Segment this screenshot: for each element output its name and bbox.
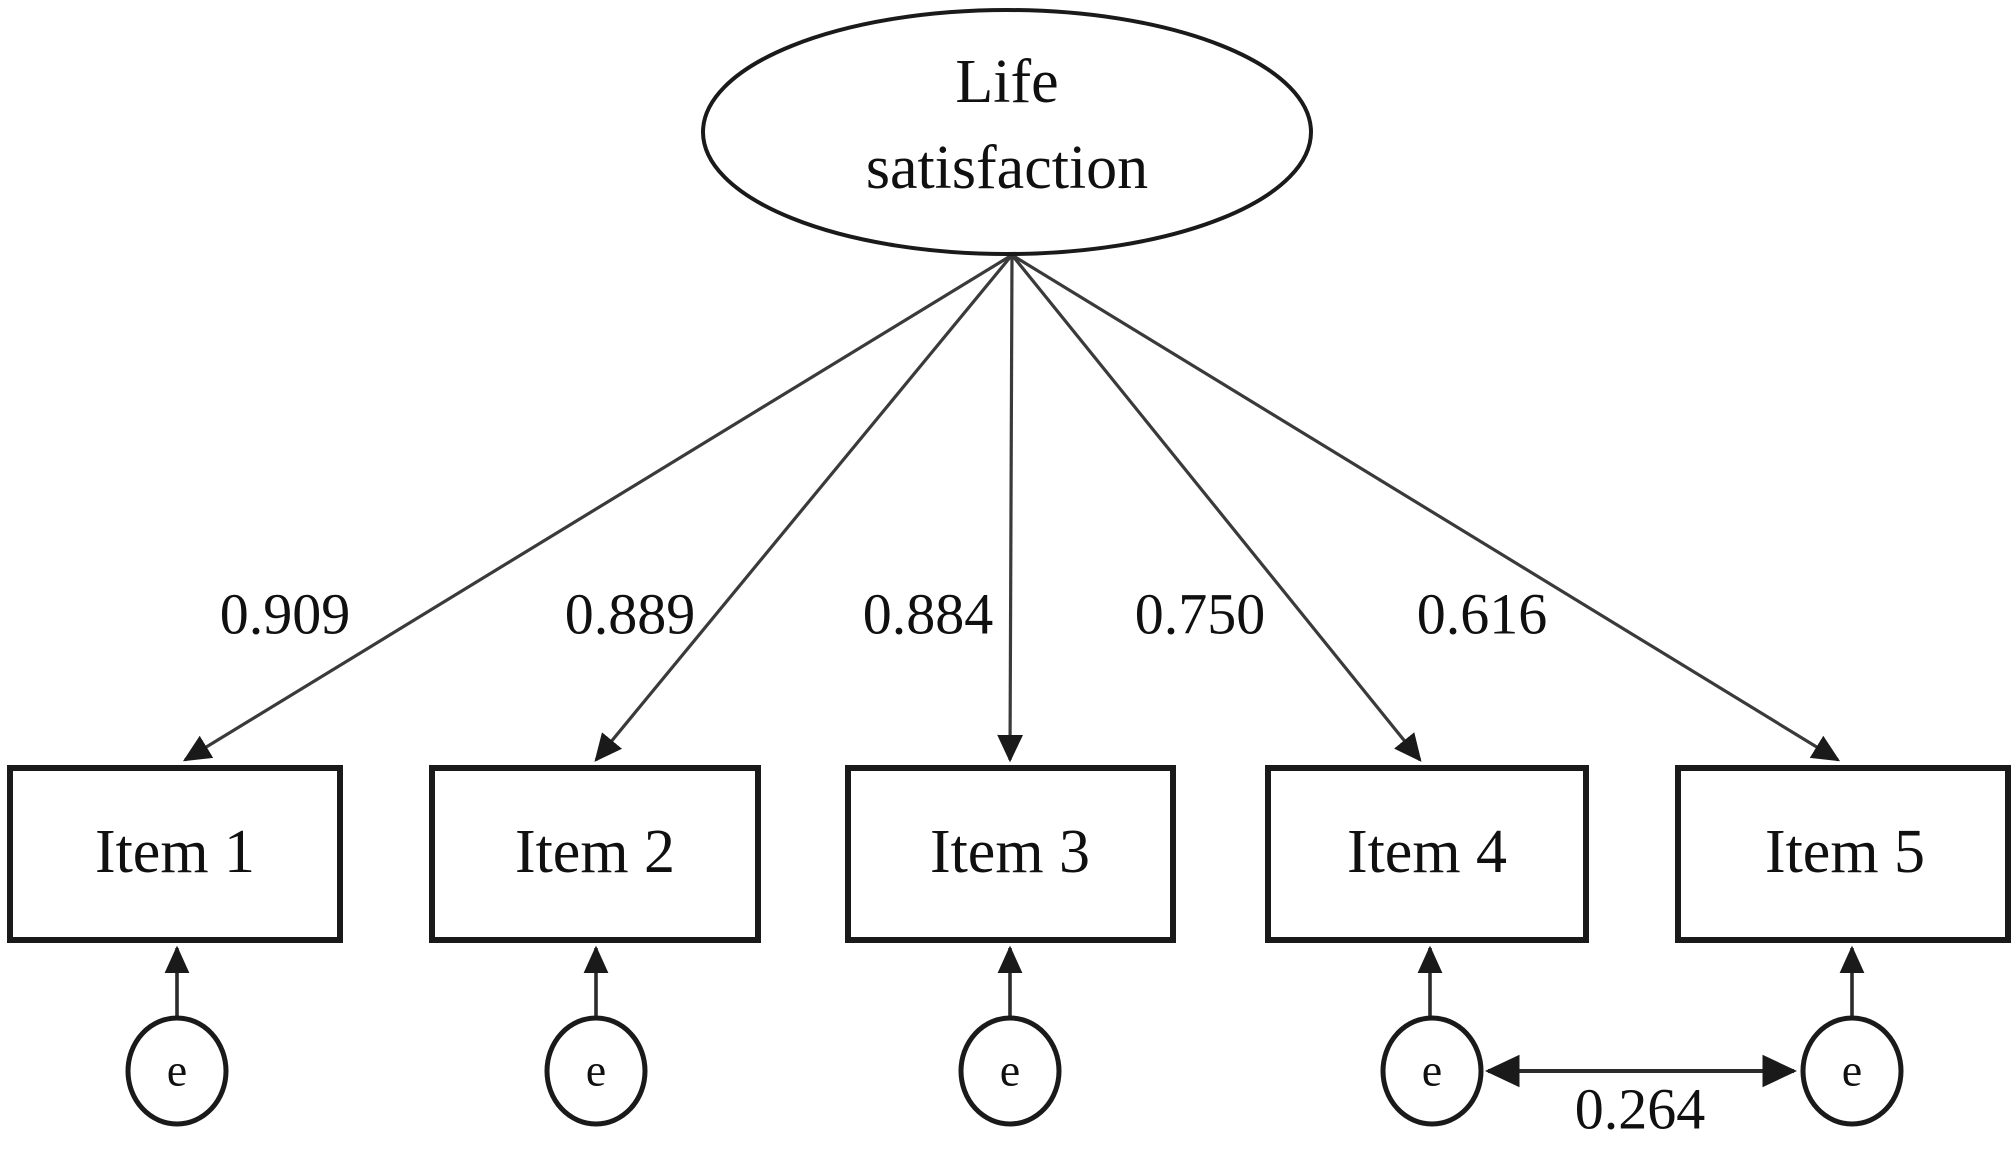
indicator-boxes-group: Item 1 Item 2 Item 3 Item 4 Item 5 [7, 765, 2011, 943]
loading-label-item4: 0.750 [1135, 581, 1266, 646]
loading-path-item5 [1011, 253, 1841, 762]
error-circle-item2 [544, 1015, 648, 1127]
error-node-item5[interactable]: e [1800, 1015, 1904, 1127]
error-circle-item1 [125, 1015, 229, 1127]
indicator-box-item5 [1675, 765, 2011, 943]
indicator-node-item3[interactable]: Item 3 [845, 765, 1176, 943]
latent-label-line1: Life [955, 48, 1058, 116]
loading-paths-group [182, 253, 1841, 763]
error-paths-group [164, 945, 1865, 1018]
error-label-item1: e [167, 1045, 187, 1096]
error-circle-item3 [958, 1015, 1062, 1127]
error-node-item3[interactable]: e [958, 1015, 1062, 1127]
loading-label-item3: 0.884 [863, 581, 994, 646]
indicator-label-item2: Item 2 [515, 818, 675, 886]
error-label-item2: e [586, 1045, 606, 1096]
indicator-node-item2[interactable]: Item 2 [429, 765, 761, 943]
error-label-item3: e [1000, 1045, 1020, 1096]
loading-label-item5: 0.616 [1417, 581, 1548, 646]
error-circle-item4 [1380, 1015, 1484, 1127]
loading-path-item4 [1010, 253, 1422, 762]
loading-path-item3 [997, 254, 1024, 763]
error-label-item5: e [1842, 1045, 1862, 1096]
indicator-box-item3 [845, 765, 1176, 943]
indicator-box-item4 [1265, 765, 1589, 943]
indicator-label-item4: Item 4 [1347, 818, 1507, 886]
loading-label-item1: 0.909 [220, 581, 351, 646]
indicator-node-item5[interactable]: Item 5 [1675, 765, 2011, 943]
indicator-box-item2 [429, 765, 761, 943]
error-node-item1[interactable]: e [125, 1015, 229, 1127]
error-node-item2[interactable]: e [544, 1015, 648, 1127]
latent-factor-node[interactable]: Life satisfaction [701, 8, 1313, 256]
error-label-item4: e [1422, 1045, 1442, 1096]
loading-path-item2 [594, 253, 1014, 762]
loading-path-item1 [182, 253, 1013, 762]
error-circle-item5 [1800, 1015, 1904, 1127]
latent-label-line2: satisfaction [866, 134, 1148, 202]
indicator-label-item3: Item 3 [930, 818, 1090, 886]
indicator-label-item1: Item 1 [95, 818, 255, 886]
loading-label-item2: 0.889 [565, 581, 696, 646]
indicator-node-item4[interactable]: Item 4 [1265, 765, 1589, 943]
loading-labels-group: 0.909 0.889 0.884 0.750 0.616 [220, 581, 1548, 646]
indicator-label-item5: Item 5 [1765, 818, 1925, 886]
correlation-label-group: 0.264 [1575, 1076, 1706, 1141]
indicator-node-item1[interactable]: Item 1 [7, 765, 343, 943]
error-node-item4[interactable]: e [1380, 1015, 1484, 1127]
error-circles-group: e e e e e [125, 1015, 1904, 1127]
correlation-label: 0.264 [1575, 1076, 1706, 1141]
latent-ellipse-shape [701, 8, 1313, 256]
indicator-box-item1 [7, 765, 343, 943]
